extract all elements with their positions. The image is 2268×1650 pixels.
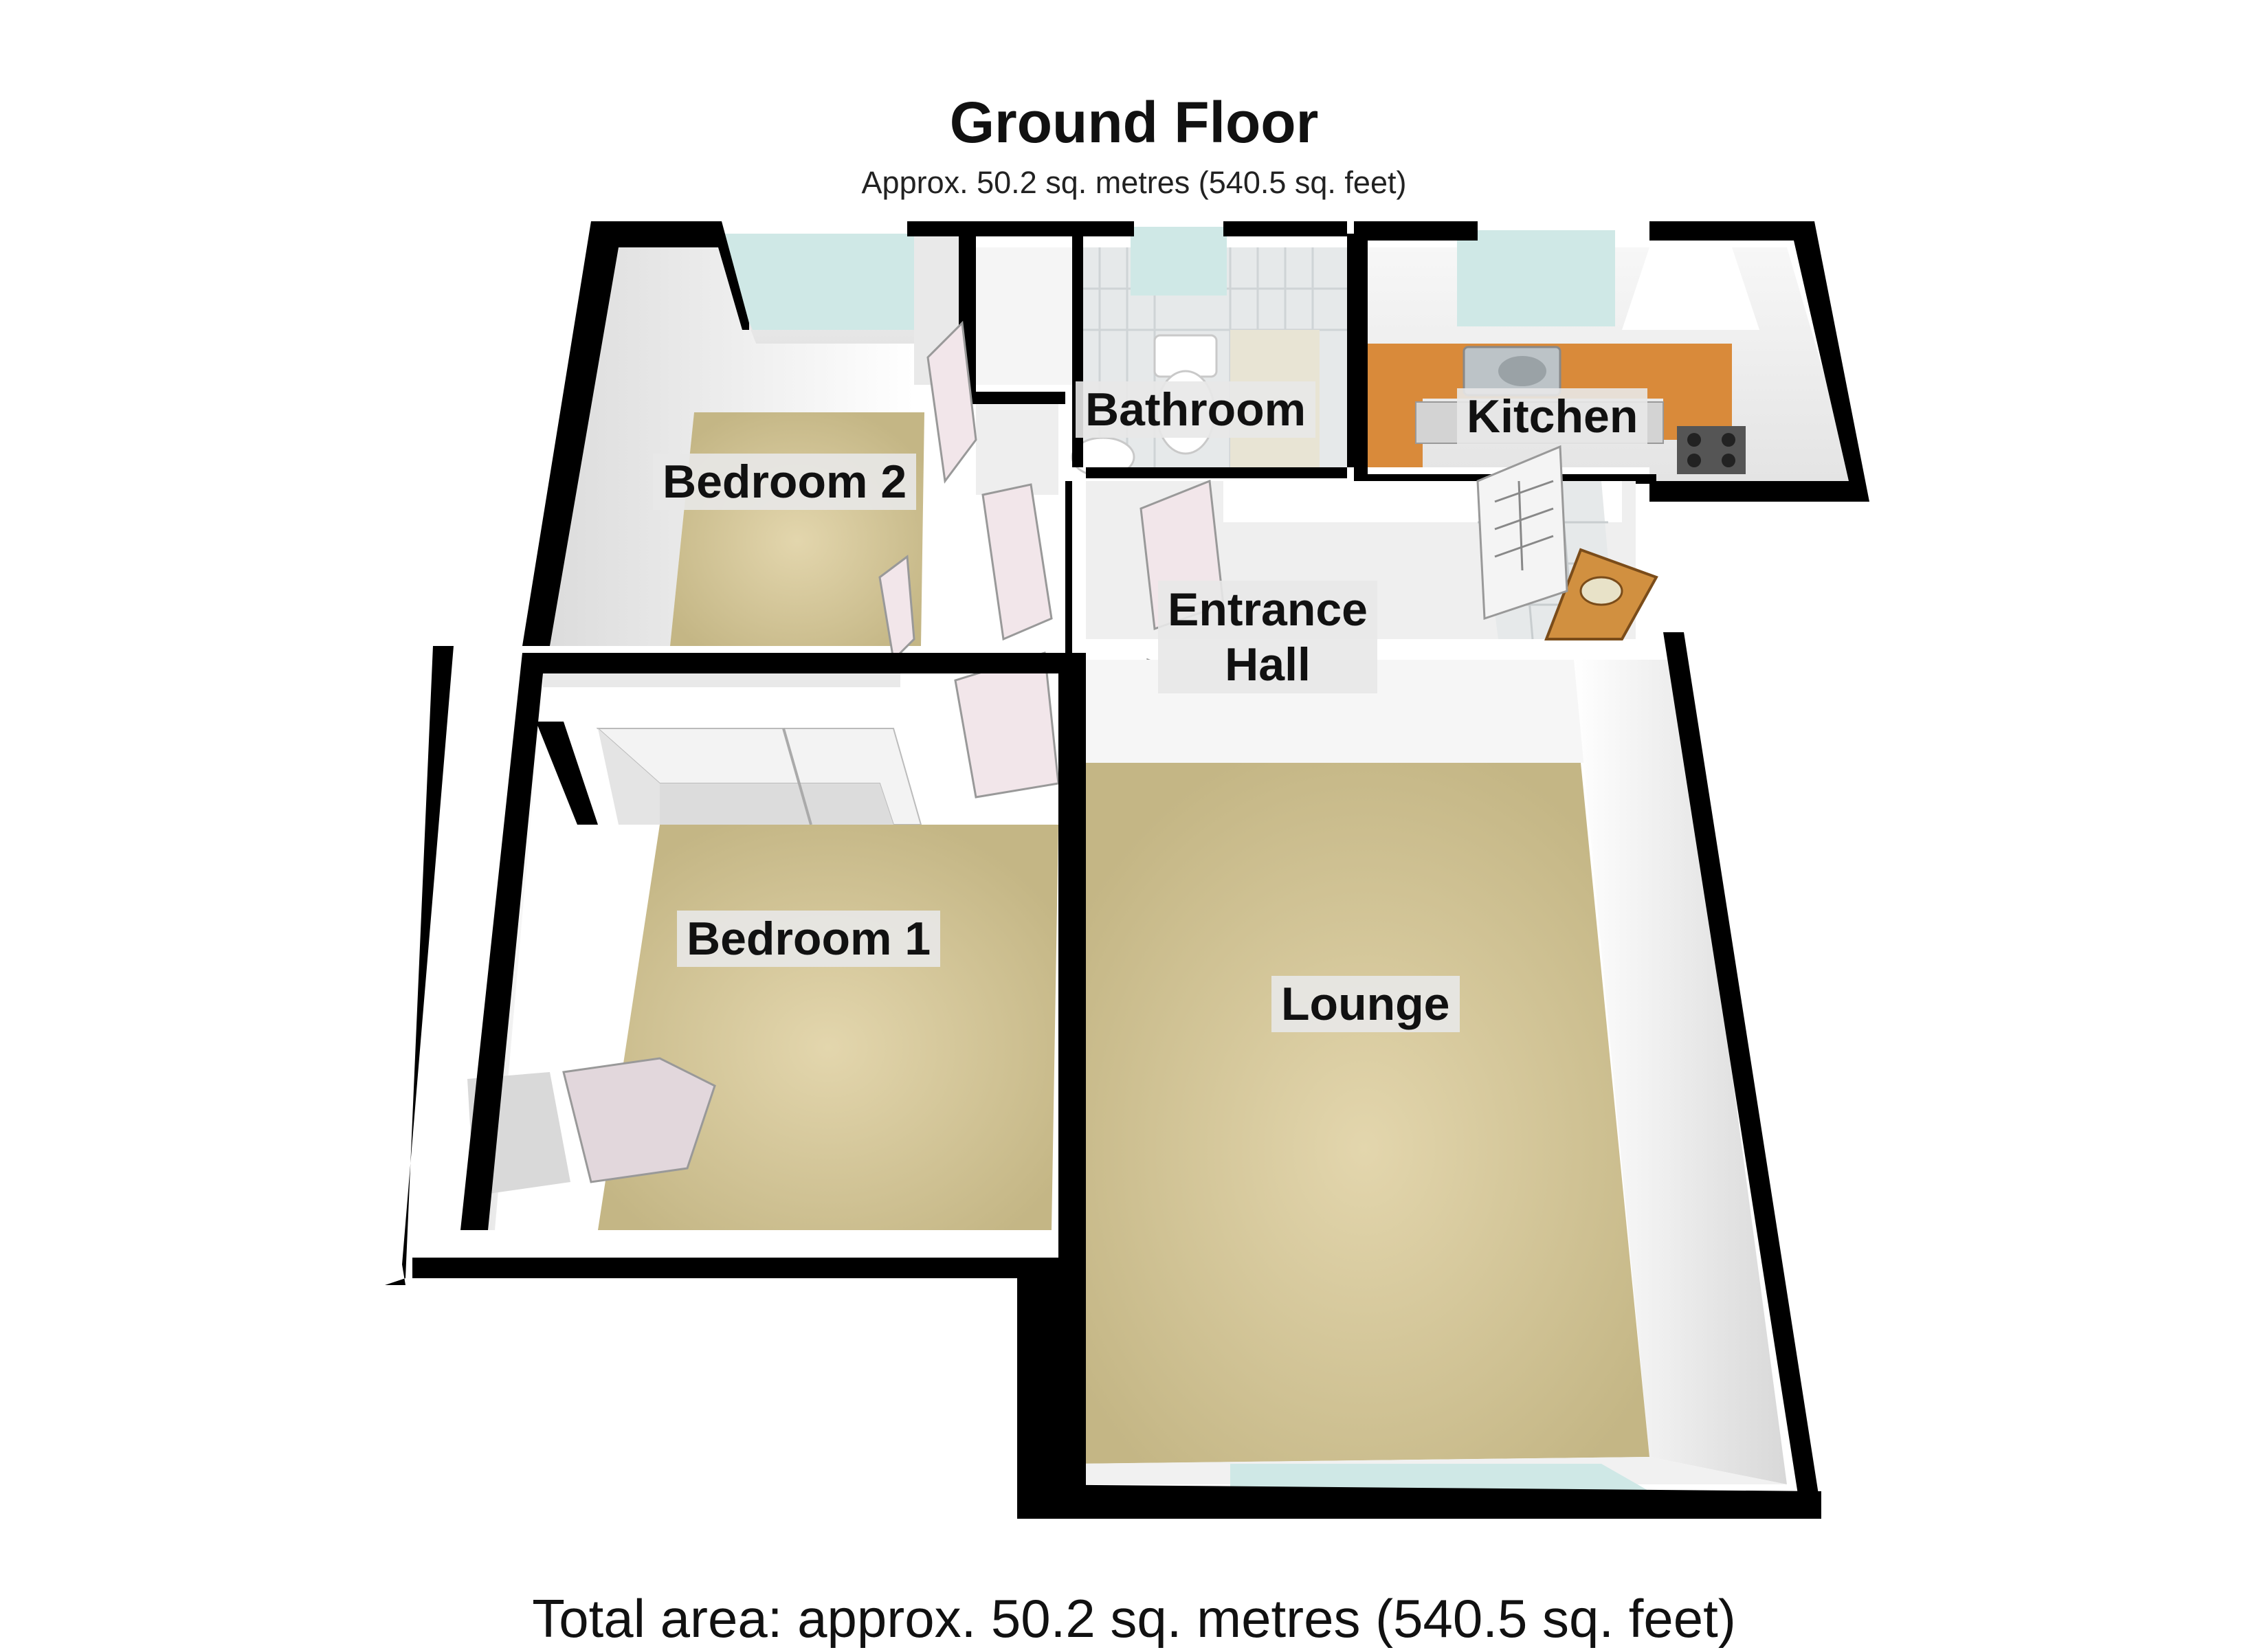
entrance-hall-room — [878, 445, 1658, 799]
room-label-entrance-hall: Entrance Hall — [1158, 581, 1377, 693]
room-label-entrance-hall-line2: Hall — [1225, 638, 1311, 691]
room-label-entrance-hall-line1: Entrance — [1168, 583, 1368, 636]
room-label-kitchen: Kitchen — [1457, 388, 1648, 445]
kitchen-room — [1354, 221, 1869, 502]
storage-cupboards — [914, 234, 1072, 641]
room-label-bedroom-2: Bedroom 2 — [653, 454, 917, 510]
floor-title: Ground Floor — [949, 90, 1319, 155]
room-label-bathroom: Bathroom — [1076, 381, 1316, 438]
room-label-lounge: Lounge — [1271, 976, 1460, 1032]
lounge-room — [1017, 632, 1821, 1519]
room-label-bedroom-1: Bedroom 1 — [677, 911, 941, 967]
floor-area: Approx. 50.2 sq. metres (540.5 sq. feet) — [861, 165, 1407, 200]
total-area: Total area: approx. 50.2 sq. metres (540… — [532, 1588, 1736, 1649]
